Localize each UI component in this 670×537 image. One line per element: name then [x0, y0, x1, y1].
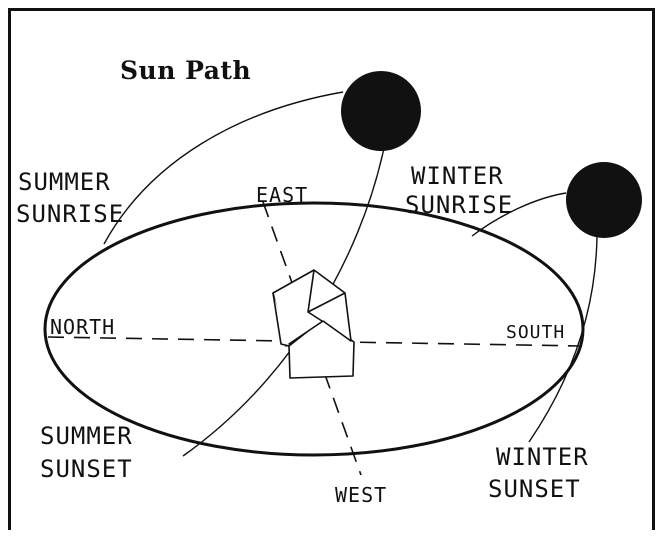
north-label: NORTH — [50, 315, 115, 339]
winter-sun — [566, 162, 642, 238]
winter-sunrise-label-line1: WINTER — [411, 162, 504, 190]
summer-sunrise-label-line2: SUNRISE — [16, 200, 124, 228]
winter-sunset-label-line1: WINTER — [496, 443, 589, 471]
summer-sunset-label-line1: SUMMER — [40, 422, 133, 450]
winter-sunset-label-line2: SUNSET — [488, 475, 581, 503]
house-icon — [273, 270, 354, 378]
east-label: EAST — [256, 183, 308, 207]
summer-sunrise-label-line1: SUMMER — [18, 168, 111, 196]
south-label: SOUTH — [506, 322, 565, 343]
summer-sun — [341, 71, 421, 151]
summer-sunset-label-line2: SUNSET — [40, 455, 133, 483]
west-label: WEST — [335, 483, 387, 507]
winter-sunrise-label-line2: SUNRISE — [405, 191, 513, 219]
summer-sun-arc-rising — [104, 92, 343, 244]
